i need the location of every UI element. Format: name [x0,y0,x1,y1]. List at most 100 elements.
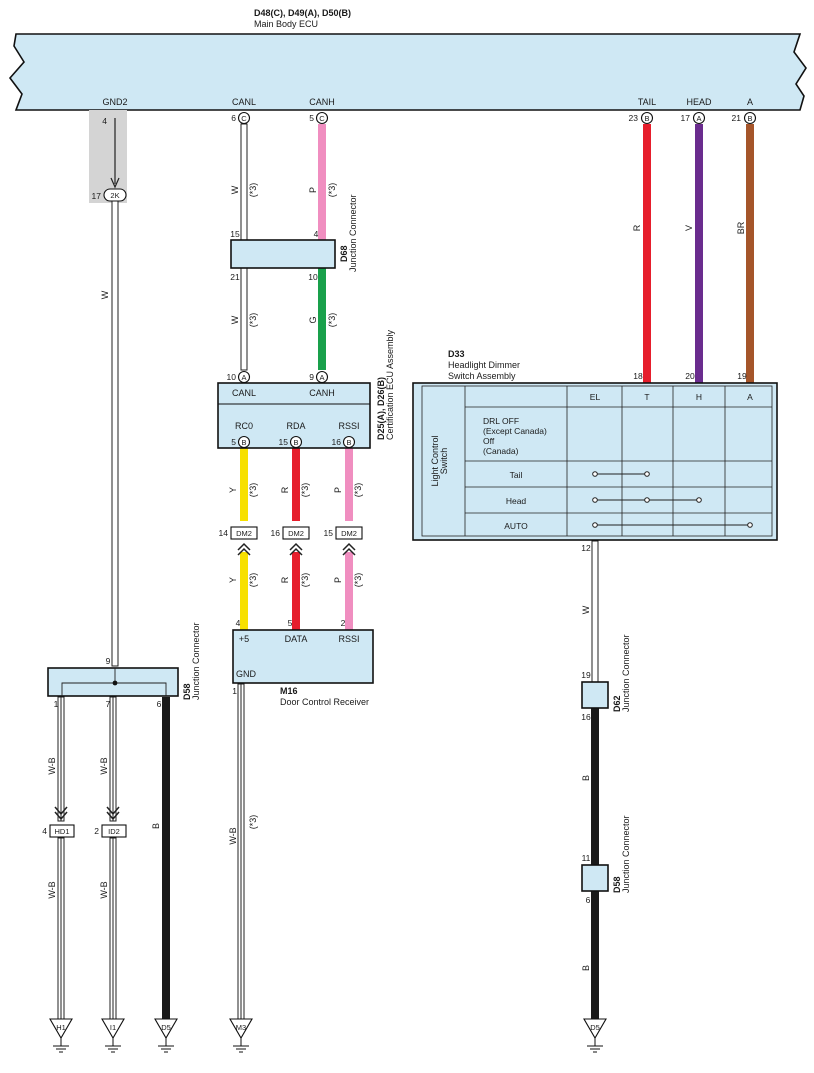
m16-name: Door Control Receiver [280,697,369,707]
ecu-pin-canl-circle [237,111,251,125]
ecu-pin-a-conn: B [747,114,752,123]
d68-pin-top-right: 4 [314,229,319,239]
d33-col-a: A [747,392,753,402]
label-canh-lower-note: (*3) [327,313,337,328]
d58-left-pin-top: 9 [106,656,111,666]
label-wb-4: W-B [99,881,109,898]
d33-row-drl-1: DRL OFF [483,416,519,426]
ecu-subtitle: Main Body ECU [254,19,318,29]
label-canh-lower: G [308,316,318,323]
ground-d5-left-label: D5 [161,1023,171,1032]
d33-col-h: H [696,392,702,402]
ecu-pin-canh-circle [315,111,329,125]
wire-rda-upper [292,448,300,521]
label-wb-3: W-B [47,881,57,898]
dm2-1-num: 14 [219,528,229,538]
m16-gnd-num: 1 [232,686,237,696]
label-canl-upper: W [230,185,240,194]
cert-out-rssi-circle [342,435,356,449]
d58-left-pin-7: 7 [106,699,111,709]
main-body-ecu-box [8,33,807,111]
d68-pin-bottom-left: 21 [230,272,240,282]
cert-label-rda: RDA [286,421,305,431]
label-rda-b-note: (*3) [300,573,310,588]
wire-a-br [746,124,754,383]
ground-m3-label: M3 [236,1023,246,1032]
ecu-title: D48(C), D49(A), D50(B) [254,8,351,18]
cert-out-rda-circle [289,435,303,449]
conn-2k-num: 17 [92,191,102,201]
cert-in-canh-circle [315,370,329,384]
wire-rssi-upper [345,448,353,521]
label-wb-1: W-B [47,757,57,774]
d33-box [412,382,778,541]
wire-rda-lower [292,552,300,632]
label-w-left: W [100,290,110,299]
label-rda-a: R [280,486,290,493]
d33-side-label-1: Light Control [430,435,440,486]
d33-col-el: EL [590,392,601,402]
d62-name: Junction Connector [621,634,631,712]
label-rssi-a-note: (*3) [353,483,363,498]
d68-pin-bottom-right: 10 [308,272,318,282]
label-b-left: B [151,823,161,829]
wire-rc0-upper [240,448,248,521]
d62-pin-top: 19 [581,670,591,680]
label-d62-b: B [581,775,591,781]
dm2-3-label: DM2 [341,529,357,538]
dm2-1-label: DM2 [236,529,252,538]
ecu-pin-a-circle [743,111,757,125]
cert-in-canh-num: 9 [309,372,314,382]
ecu-pin-gnd2-num: 4 [102,116,107,126]
wire-canh-lower [318,268,326,370]
m16-p2-label: DATA [285,634,308,644]
dm2-3-box [335,526,363,540]
d68-name: Junction Connector [348,194,358,272]
ecu-pin-tail-num: 23 [629,113,639,123]
ecu-pin-gnd2: GND2 [102,97,127,107]
m16-p3-label: RSSI [338,634,359,644]
label-wb-2: W-B [99,757,109,774]
ground-i1-label: I1 [110,1023,116,1032]
ecu-pin-head-circle [692,111,706,125]
label-rc0-b: Y [228,577,238,583]
cert-in-canh-conn: A [319,373,324,382]
wire-canh-upper [318,124,326,240]
d33-row-head: Head [506,496,527,506]
ecu-pin-tail-conn: B [644,114,649,123]
d33-row-drl-3: Off [483,436,495,446]
d33-pin-el: 12 [581,543,591,553]
cert-out-rda-conn: B [293,438,298,447]
d58-right-name: Junction Connector [621,815,631,893]
d58-right-box [581,864,609,892]
d33-row-drl-2: (Except Canada) [483,426,547,436]
label-rc0-a-note: (*3) [248,483,258,498]
wire-labels: W W (*3) P (*3) W (*3) G (*3) R V BR Y (… [47,183,746,971]
label-el-w: W [581,605,591,614]
cert-out-rc0-circle [237,435,251,449]
ecu-pin-canl-conn: C [241,114,247,123]
d58-left-pin-1: 1 [54,699,59,709]
ground-d5-right-label: D5 [590,1023,600,1032]
d33-row-drl-4: (Canada) [483,446,519,456]
label-rssi-b-note: (*3) [353,573,363,588]
d68-pin-top-left: 15 [230,229,240,239]
d33-col-t: T [644,392,649,402]
wire-gnd2-w [111,200,119,667]
label-canh-upper: P [308,187,318,193]
d58-right-pin-bottom: 6 [586,895,591,905]
d58-right-pin-top: 11 [582,853,591,863]
dm2-2-label: DM2 [288,529,304,538]
cert-out-rc0-conn: B [241,438,246,447]
ecu-pin-a: A [747,97,753,107]
ecu-pin-canl: CANL [232,97,256,107]
ground-h1: H1 [49,1018,73,1053]
dm2-3-num: 15 [324,528,334,538]
dm2-connectors: 14 DM2 16 DM2 15 DM2 [219,526,363,540]
cert-out-rssi-conn: B [346,438,351,447]
ecu-pin-canh-num: 5 [309,113,314,123]
chevrons-left [54,806,120,821]
d62-id: D62 [612,695,622,712]
m16-p2-num: 5 [288,618,293,628]
ground-i1: I1 [101,1018,125,1053]
